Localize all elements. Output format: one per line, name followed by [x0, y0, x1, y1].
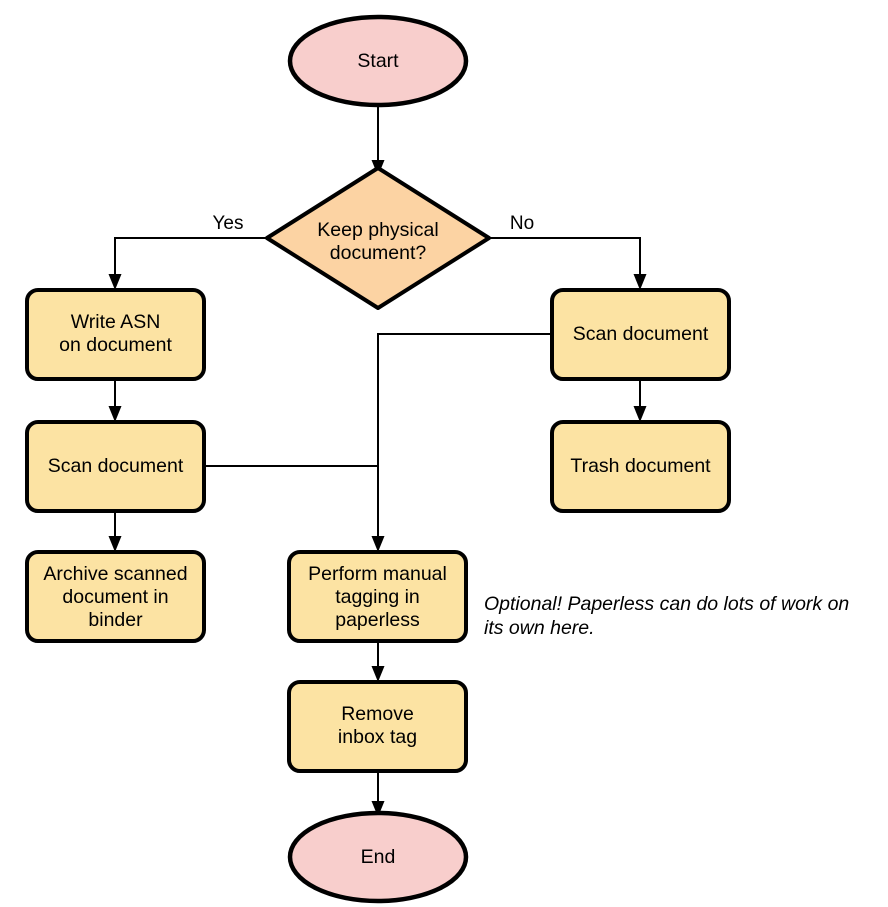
node-scan-document-right[interactable]: Scan document	[550, 288, 731, 381]
scan-document-right-box[interactable]	[550, 288, 731, 381]
node-scan-document-left[interactable]: Scan document	[25, 420, 206, 513]
node-remove-inbox-tag[interactable]: Remove inbox tag	[287, 680, 468, 773]
edge-removeinbox-to-end	[371, 771, 385, 817]
node-start[interactable]: Start	[287, 14, 469, 108]
arrowhead-icon	[108, 274, 122, 290]
edge-start-to-decision	[371, 105, 385, 176]
annotation-line1: Optional! Paperless can do lots of work …	[484, 593, 849, 615]
annotation-optional-note: Optional! Paperless can do lots of work …	[484, 593, 849, 639]
edge-line	[489, 237, 641, 279]
node-trash-document[interactable]: Trash document	[550, 420, 731, 513]
trash-document-box[interactable]	[550, 420, 731, 513]
scan-document-left-box[interactable]	[25, 420, 206, 513]
edge-line	[377, 333, 552, 541]
arrowhead-icon	[633, 406, 647, 422]
arrowhead-icon	[371, 666, 385, 682]
arrowhead-icon	[371, 801, 385, 817]
edge-decision-yes: Yes	[108, 213, 267, 290]
decision-diamond[interactable]	[265, 166, 491, 310]
tagging-box[interactable]	[287, 550, 468, 643]
edge-label-yes: Yes	[213, 213, 244, 234]
edge-decision-no: No	[489, 213, 647, 290]
annotation-line2: its own here.	[484, 617, 595, 639]
node-decision-keep-physical-document[interactable]: Keep physical document?	[265, 166, 491, 310]
node-end[interactable]: End	[287, 810, 469, 904]
node-archive-scanned-document[interactable]: Archive scanned document in binder	[25, 550, 206, 643]
write-asn-box[interactable]	[25, 288, 206, 381]
node-write-asn[interactable]: Write ASN on document	[25, 288, 206, 381]
arrowhead-icon	[108, 406, 122, 422]
edge-scanright-to-trash	[633, 379, 647, 422]
node-perform-manual-tagging[interactable]: Perform manual tagging in paperless	[287, 550, 468, 643]
remove-inbox-tag-box[interactable]	[287, 680, 468, 773]
arrowhead-icon	[371, 536, 385, 552]
edge-writeasn-to-scanleft	[108, 379, 122, 422]
archive-box[interactable]	[25, 550, 206, 643]
edge-label-no: No	[510, 213, 534, 234]
arrowhead-icon	[633, 274, 647, 290]
edge-tagging-to-removeinbox	[371, 641, 385, 682]
edge-line	[114, 237, 267, 279]
arrowhead-icon	[108, 536, 122, 552]
edge-scanleft-to-archive	[108, 511, 122, 552]
edge-scanright-to-tagging	[371, 333, 552, 552]
end-ellipse[interactable]	[287, 810, 469, 904]
start-ellipse[interactable]	[287, 14, 469, 108]
